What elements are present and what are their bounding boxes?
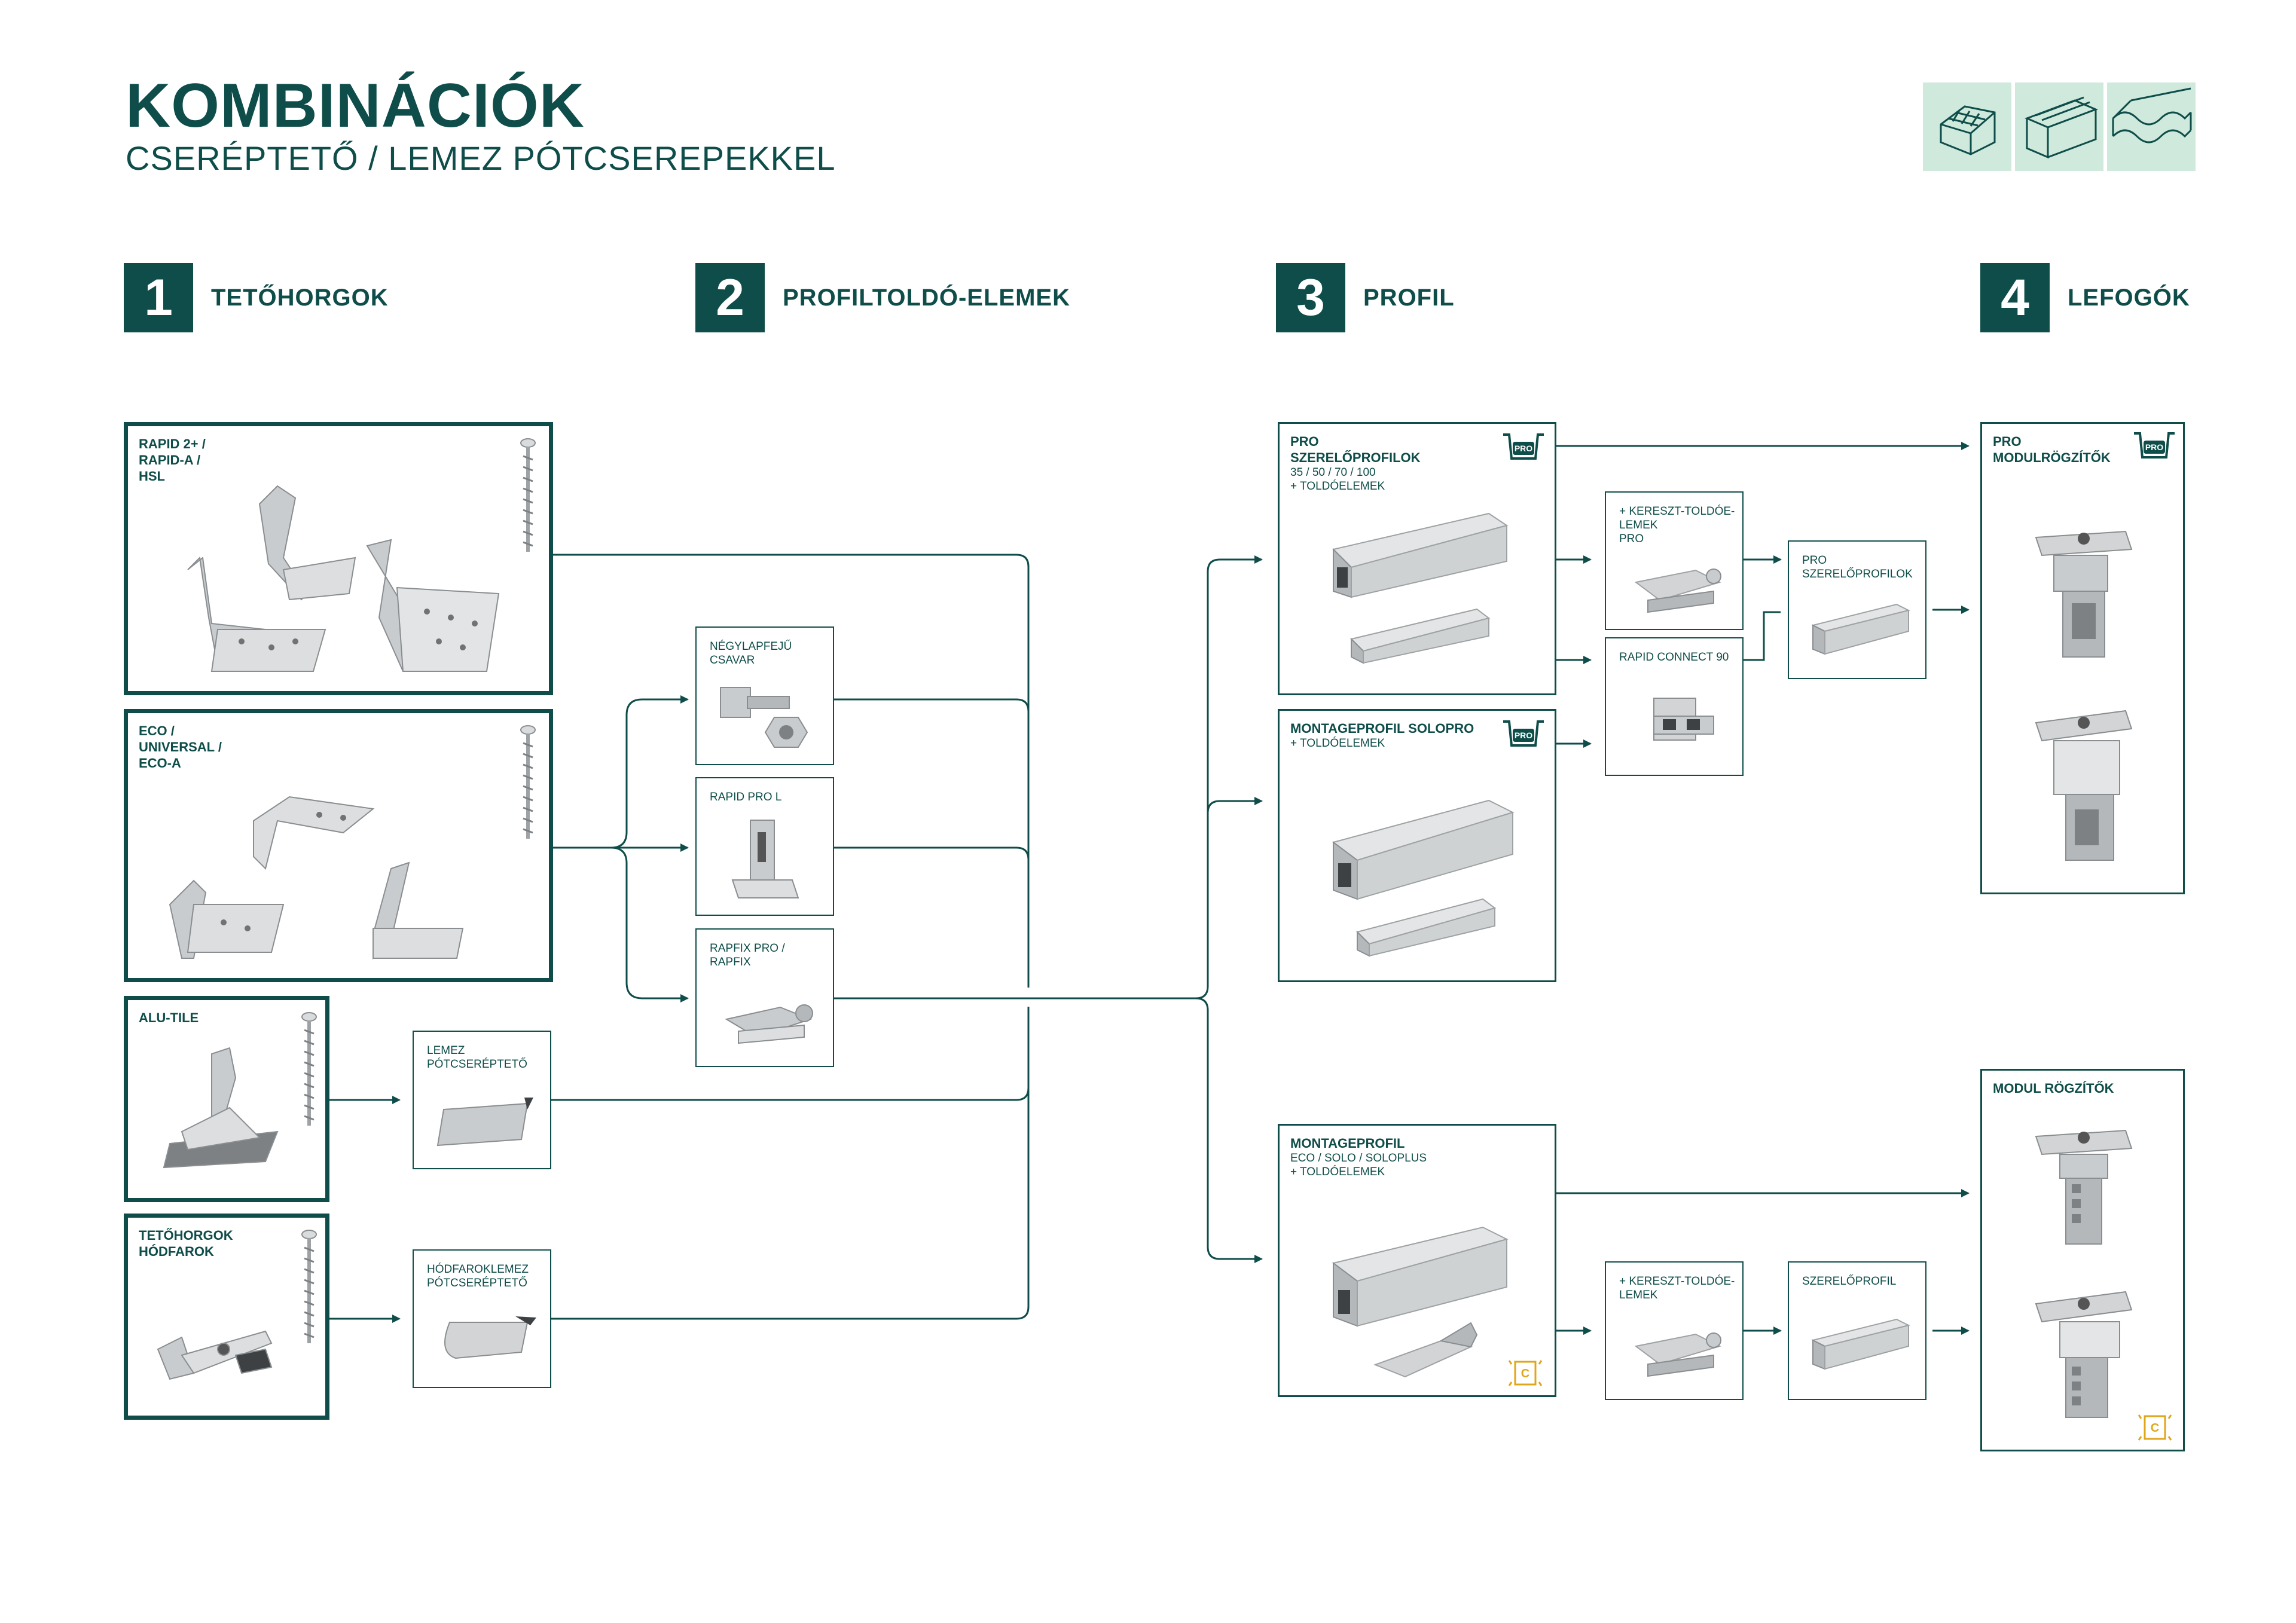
step-number: 2 [695, 263, 765, 332]
hodfarok-tile-box[interactable]: HÓDFAROKLEMEZ PÓTCSERÉPTETŐ [413, 1249, 551, 1388]
cross-joint-pro-image [1634, 568, 1721, 613]
cross-joint-label: + KERESZT-TOLDÓE- LEMEK [1619, 1275, 1735, 1301]
step-1: 1 TETŐHORGOK [124, 263, 389, 332]
step-4: 4 LEFOGÓK [1980, 263, 2190, 332]
step-number: 1 [124, 263, 193, 332]
cross-joint-pro-label: + KERESZT-TOLDÓE- LEMEK PRO [1619, 505, 1735, 545]
pro-badge-text: PRO [1515, 730, 1532, 740]
pro-badge-text: PRO [2145, 442, 2163, 452]
pro-mounting-profile-image [1811, 603, 1910, 655]
square-head-bolt-label: NÉGYLAPFEJŰ CSAVAR [710, 640, 792, 667]
lemez-tile-label: LEMEZ PÓTCSERÉPTETŐ [427, 1044, 527, 1071]
solopro-profile-label: MONTAGEPROFIL SOLOPRO + TOLDÓELEMEK [1290, 721, 1474, 750]
hodfarok-hook-label: TETŐHORGOK HÓDFAROK [139, 1228, 233, 1259]
rapfix-box[interactable]: RAPFIX PRO / RAPFIX [695, 928, 834, 1067]
rapid-pro-l-box[interactable]: RAPID PRO L [695, 777, 834, 916]
pro-badge-text: PRO [1515, 444, 1532, 453]
page-title: KOMBINÁCIÓK [126, 71, 585, 140]
step-label: LEFOGÓK [2068, 284, 2190, 311]
pro-mounting-profile-label: PRO SZERELŐPROFILOK [1802, 554, 1913, 580]
pro-badge-icon: PRO [1503, 720, 1544, 747]
cross-joint-pro-box[interactable]: + KERESZT-TOLDÓE- LEMEK PRO [1605, 491, 1744, 630]
rapid-connect-label: RAPID CONNECT 90 [1619, 651, 1729, 664]
sheet-roof-icon [2015, 82, 2103, 171]
page-subtitle: CSERÉPTETŐ / LEMEZ PÓTCSEREPEKKEL [126, 139, 836, 177]
pro-module-clamp-box[interactable]: PRO MODULRÖGZÍTŐK PRO [1980, 422, 2185, 894]
pro-badge-icon: PRO [1503, 433, 1544, 460]
pro-profile-box[interactable]: PRO SZERELŐPROFILOK 35 / 50 / 70 / 100 +… [1278, 422, 1556, 695]
solopro-profile-image [1332, 799, 1515, 957]
svg-text:C: C [2151, 1422, 2159, 1435]
pro-profile-label: PRO SZERELŐPROFILOK 35 / 50 / 70 / 100 +… [1290, 434, 1421, 493]
hodfarok-tile-image [444, 1316, 536, 1359]
rapid-pro-l-label: RAPID PRO L [710, 791, 782, 803]
eco-hook-image [169, 796, 464, 960]
eco-badge-icon: C [1508, 1360, 1543, 1386]
pro-module-clamp-label: PRO MODULRÖGZÍTŐK [1993, 434, 2111, 465]
lemez-tile-image [436, 1098, 533, 1147]
cross-joint-image [1634, 1332, 1721, 1377]
step-label: PROFIL [1363, 284, 1455, 311]
step-number: 4 [1980, 263, 2050, 332]
screw-icon [520, 725, 536, 839]
screw-icon [301, 1230, 317, 1343]
solopro-profile-box[interactable]: MONTAGEPROFIL SOLOPRO + TOLDÓELEMEK PRO [1278, 709, 1556, 982]
hodfarok-hook-image [157, 1330, 273, 1380]
pro-middle-clamp-image [2035, 530, 2133, 658]
square-head-bolt-box[interactable]: NÉGYLAPFEJŰ CSAVAR [695, 626, 834, 765]
alu-tile-label: ALU-TILE [139, 1010, 199, 1025]
mounting-profile-label: SZERELŐPROFIL [1802, 1275, 1897, 1288]
pro-profile-image [1332, 512, 1509, 664]
tile-roof-icon [1923, 82, 2011, 171]
corrugated-roof-icon [2107, 82, 2196, 171]
module-clamp-box[interactable]: MODUL RÖGZÍTŐK C [1980, 1069, 2185, 1451]
rapid-hook-label: RAPID 2+ / RAPID-A / HSL [139, 436, 206, 484]
rapid-hook-box[interactable]: RAPID 2+ / RAPID-A / HSL [124, 422, 553, 695]
alu-tile-image [163, 1047, 279, 1169]
rapid-connect-image [1653, 698, 1714, 741]
eco-hook-box[interactable]: ECO / UNIVERSAL / ECO-A [124, 709, 553, 982]
rapid-connect-box[interactable]: RAPID CONNECT 90 [1605, 637, 1744, 776]
pro-mounting-profile-box[interactable]: PRO SZERELŐPROFILOK [1788, 540, 1926, 679]
step-label: PROFILTOLDÓ-ELEMEK [783, 284, 1070, 311]
mounting-profile-image [1811, 1318, 1910, 1370]
svg-text:C: C [1521, 1367, 1529, 1380]
lemez-tile-box[interactable]: LEMEZ PÓTCSERÉPTETŐ [413, 1031, 551, 1169]
step-2: 2 PROFILTOLDÓ-ELEMEK [695, 263, 1070, 332]
hodfarok-hook-box[interactable]: TETŐHORGOK HÓDFAROK [124, 1214, 329, 1420]
rapfix-image [725, 1004, 813, 1044]
end-clamp-image [2035, 1291, 2133, 1418]
montage-profile-image [1332, 1226, 1509, 1378]
rapfix-label: RAPFIX PRO / RAPFIX [710, 942, 785, 968]
eco-badge-icon: C [2138, 1414, 2172, 1441]
mounting-profile-box[interactable]: SZERELŐPROFIL [1788, 1261, 1926, 1400]
montage-profile-label: MONTAGEPROFIL ECO / SOLO / SOLOPLUS + TO… [1290, 1136, 1427, 1178]
step-number: 3 [1276, 263, 1345, 332]
square-head-bolt-image [720, 687, 808, 748]
rapid-hook-image [187, 485, 500, 672]
screw-icon [301, 1012, 317, 1126]
alu-tile-box[interactable]: ALU-TILE [124, 996, 329, 1202]
step-3: 3 PROFIL [1276, 263, 1455, 332]
eco-hook-label: ECO / UNIVERSAL / ECO-A [139, 723, 222, 771]
screw-icon [520, 438, 536, 552]
rapid-pro-l-image [731, 820, 799, 898]
pro-badge-icon: PRO [2134, 432, 2175, 459]
cross-joint-box[interactable]: + KERESZT-TOLDÓE- LEMEK [1605, 1261, 1744, 1400]
module-clamp-label: MODUL RÖGZÍTŐK [1993, 1081, 2114, 1096]
pro-end-clamp-image [2035, 710, 2133, 861]
middle-clamp-image [2035, 1129, 2133, 1245]
roof-type-icons [1923, 82, 2198, 172]
hodfarok-tile-label: HÓDFAROKLEMEZ PÓTCSERÉPTETŐ [427, 1263, 529, 1289]
montage-profile-box[interactable]: MONTAGEPROFIL ECO / SOLO / SOLOPLUS + TO… [1278, 1124, 1556, 1397]
step-label: TETŐHORGOK [211, 284, 389, 311]
